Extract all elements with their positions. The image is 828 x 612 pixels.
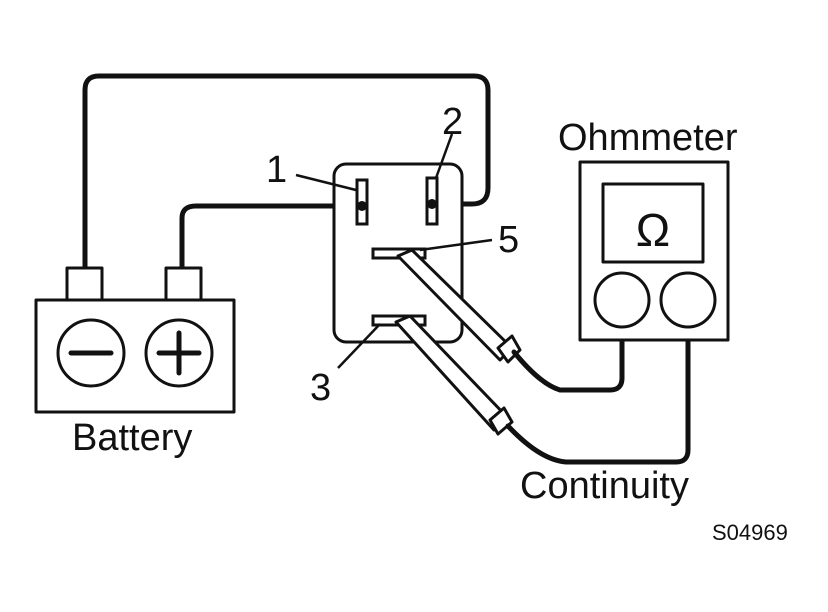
wire-negative-to-terminal-2: [82, 73, 491, 275]
lead-upper-to-ohmmeter: [511, 315, 625, 393]
terminal-1-connection: [357, 201, 367, 211]
terminal-2-label: 2: [442, 101, 463, 143]
terminal-2-connection: [427, 199, 437, 209]
terminal-3-label: 3: [310, 367, 331, 409]
relay: [332, 162, 464, 344]
ohmmeter-jack-right: [659, 271, 717, 329]
terminal-1-leader: [295, 173, 357, 192]
battery-label: Battery: [72, 417, 192, 459]
figure-code: S04969: [712, 520, 788, 545]
ohm-symbol: Ω: [636, 204, 670, 256]
terminal-3-leader: [337, 323, 381, 369]
wire-positive-to-terminal-1: [179, 203, 363, 275]
terminal-5-label: 5: [498, 219, 519, 261]
ohmmeter: [578, 160, 730, 342]
ohmmeter-display: [601, 182, 705, 264]
continuity-label: Continuity: [520, 465, 689, 507]
terminal-1-label: 1: [266, 149, 287, 191]
battery-negative-post: [65, 266, 104, 304]
battery-positive-post: [164, 266, 203, 304]
plus-icon: [144, 318, 214, 388]
terminal-5-leader: [419, 238, 493, 252]
terminal-2-leader: [434, 133, 454, 179]
minus-icon: [56, 318, 126, 388]
ohmmeter-jack-left: [593, 271, 651, 329]
probe-lower: [394, 314, 514, 436]
ohmmeter-label: Ohmmeter: [558, 117, 738, 159]
battery: [34, 266, 236, 414]
lead-lower-to-ohmmeter: [505, 319, 691, 465]
